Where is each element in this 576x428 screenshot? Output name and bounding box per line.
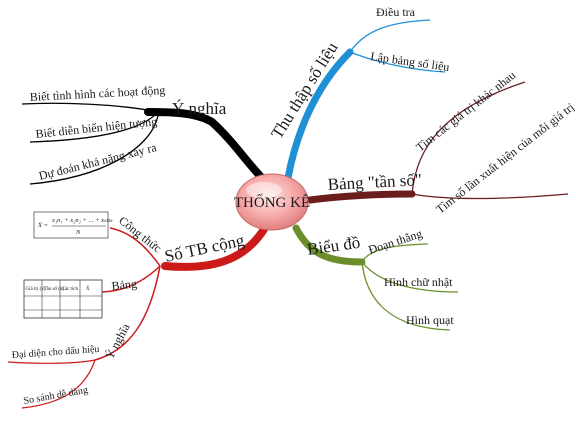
branch-y-nghia-line-2 xyxy=(29,111,159,143)
so-tb-cong-bang-label: Bảng xyxy=(111,276,138,293)
branch-bieu-do-trunk xyxy=(292,224,366,266)
y-nghia-item-3: Dự đoán khả năng xảy ra xyxy=(37,140,158,183)
so-tb-cong-y-nghia-item-1: Đại diện cho dấu hiệu xyxy=(11,344,99,361)
branch-thu-thap-trunk xyxy=(284,48,354,182)
bieu-do-item-3: Hình quạt xyxy=(406,313,454,327)
branch-thu-thap-line-2 xyxy=(349,51,446,73)
thu-thap-item-1: Điều tra xyxy=(376,5,416,19)
center-label: THỐNG KÊ xyxy=(234,193,310,211)
branch-y-nghia: Ý nghĩa Biết tình hình các hoạt động Biế… xyxy=(21,83,266,185)
branch-y-nghia-label: Ý nghĩa xyxy=(172,99,227,118)
branch-y-nghia-trunk xyxy=(144,108,266,182)
branch-bieu-do-line-1 xyxy=(361,243,429,263)
branch-bieu-do-line-2 xyxy=(361,261,459,293)
branch-thu-thap-line-1 xyxy=(349,19,431,53)
branch-so-tb-cong-line-y-nghia-1 xyxy=(7,359,96,364)
bang-tan-so-item-1: Tìm các giá trị khác nhau xyxy=(413,68,518,154)
so-tb-cong-cong-thuc-label: Công thức xyxy=(116,213,164,255)
y-nghia-item-2: Biết diễn biến hiện tượng xyxy=(35,114,158,141)
branch-bieu-do: Biểu đồ Đoạn thẳng Hình chữ nhật Hình qu… xyxy=(292,224,459,331)
branch-bang-tan-so-line-2 xyxy=(411,193,569,200)
branch-bieu-do-label: Biểu đồ xyxy=(306,233,361,259)
branch-so-tb-cong: Số TB cộng Công thức Bảng Ý nghĩa Đại di… xyxy=(7,211,270,409)
branch-bang-tan-so-line-1 xyxy=(411,81,526,195)
branch-so-tb-cong-line-bang xyxy=(99,265,161,293)
formula-box: X̄ = x₁n₁ + x₂n₂ + ... + xₖnₖ N xyxy=(33,211,113,239)
thu-thap-item-2: Lập bảng số liệu xyxy=(370,49,451,74)
branch-so-tb-cong-line-y-nghia-2 xyxy=(21,359,96,409)
formula-denominator: N xyxy=(75,229,81,236)
branch-so-tb-cong-trunk xyxy=(161,222,270,271)
formula-lhs: X̄ = xyxy=(37,222,48,229)
mini-table: Giá trị (x) Tần số (n) Các tích X̄ xyxy=(23,279,103,319)
bieu-do-item-2: Hình chữ nhật xyxy=(384,275,453,289)
y-nghia-item-1: Biết tình hình các hoạt động xyxy=(29,83,165,104)
so-tb-cong-y-nghia-item-2: So sánh dễ dàng xyxy=(23,385,89,407)
branch-y-nghia-line-3 xyxy=(29,115,159,185)
branch-bieu-do-line-3 xyxy=(361,261,451,331)
mini-table-header-2: Tần số (n) xyxy=(44,287,65,292)
branch-y-nghia-line-1 xyxy=(21,102,159,113)
mini-table-header-3: Các tích xyxy=(62,287,79,292)
formula-numerator: x₁n₁ + x₂n₂ + ... + xₖnₖ xyxy=(51,217,113,224)
branch-so-tb-cong-line-cong-thuc xyxy=(109,227,161,267)
branch-bang-tan-so-label: Bảng "tần số" xyxy=(327,170,422,194)
center-node: THỐNG KÊ xyxy=(234,173,310,231)
branch-bang-tan-so-trunk xyxy=(306,190,416,204)
branch-so-tb-cong-line-y-nghia xyxy=(94,265,161,361)
mini-table-header-1: Giá trị (x) xyxy=(26,287,46,292)
branch-bang-tan-so: Bảng "tần số" Tìm các giá trị khác nhau … xyxy=(306,68,576,216)
bieu-do-item-1: Đoạn thẳng xyxy=(367,226,424,257)
mini-table-header-4: X̄ xyxy=(86,286,90,292)
